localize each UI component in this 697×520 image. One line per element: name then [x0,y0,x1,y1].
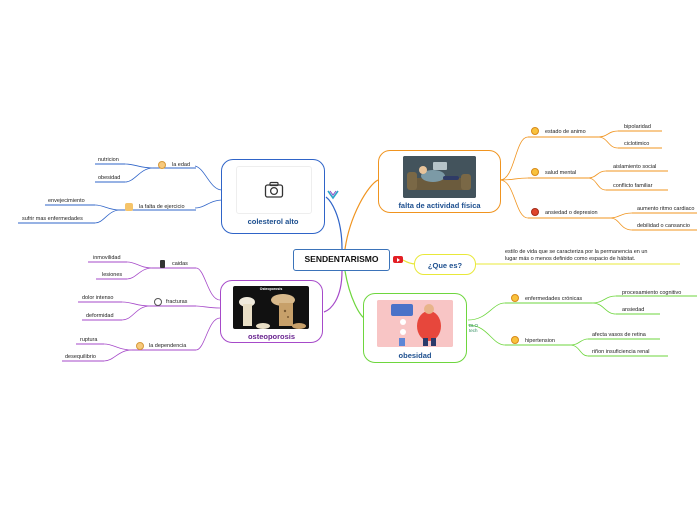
image-caption: Osteoporosis [259,287,283,291]
elder-face-icon [136,342,144,350]
topic-caidas[interactable]: caidas [172,261,188,267]
couch-image [403,156,476,198]
node-title: osteoporosis [247,332,296,341]
wheelchair-icon [154,298,162,306]
central-topic[interactable]: SENDENTARISMO [293,249,390,271]
topic-enfermedades-cronicas[interactable]: enfermedades crónicas [525,296,583,302]
topic-ansiedad-depresion[interactable]: ansiedad o depresion [545,210,598,216]
node-title: colesterol alto [247,217,299,226]
topic-sufrir-enfermedades[interactable]: sufrir mas enfermedades [22,216,83,222]
node-title: falta de actividad física [398,201,481,210]
node-obesidad[interactable]: obesidad [363,293,467,363]
topic-deformidad[interactable]: deformidad [86,313,114,319]
worried-face-icon [531,168,539,176]
topic-estado-animo[interactable]: estado de animo [545,129,586,135]
topic-insuficiencia-renal[interactable]: riñon insuficiencia renal [592,349,650,355]
image-placeholder [236,166,312,214]
node-colesterol-alto[interactable]: colesterol alto [221,159,325,234]
camera-icon [264,181,284,198]
topic-lesiones[interactable]: lesiones [102,272,123,278]
topic-envejecimiento[interactable]: envejecimiento [48,198,85,204]
topic-ciclotimico[interactable]: ciclotimico [624,141,650,147]
topic-hipertension[interactable]: hipertension [525,338,555,344]
tired-face-icon [511,336,519,344]
topic-debilidad-cansancio[interactable]: debilidad o cansancio [637,223,690,229]
brand-mark-top: BLO [469,323,479,328]
topic-falta-ejercicio[interactable]: la falta de ejercicio [139,204,185,210]
node-title: ¿Que es? [427,261,463,270]
topic-procesamiento-cognitivo[interactable]: procesamiento cognitivo [622,290,682,296]
topic-obesidad-small[interactable]: obesidad [98,175,121,181]
node-que-es[interactable]: ¿Que es? [414,254,476,275]
topic-dependencia[interactable]: la dependencia [149,343,187,349]
topic-ritmo-cardiaco[interactable]: aumento ritmo cardiaco [637,206,695,212]
topic-dolor-intenso[interactable]: dolor intenso [82,295,114,301]
checkmark-icon [327,190,339,200]
topic-desequilibrio[interactable]: desequilibrio [65,354,96,360]
couch-person-icon [403,156,476,198]
topic-nutricion[interactable]: nutricion [98,157,119,163]
cane-person-icon [160,260,165,268]
grin-face-icon [511,294,519,302]
node-falta-actividad[interactable]: falta de actividad física [378,150,501,213]
osteoporosis-image: Osteoporosis [233,286,309,329]
youtube-icon[interactable] [393,256,403,263]
bone-icon [239,294,306,329]
topic-vasos-retina[interactable]: afecta vasos de retina [592,332,646,338]
definition-line-2[interactable]: lugar más o menos definido como espacio … [505,256,636,262]
topic-inmovilidad[interactable]: inmovilidad [93,255,121,261]
topic-conflicto-familiar[interactable]: conflicto familiar [613,183,653,189]
node-osteoporosis[interactable]: Osteoporosis osteoporosis [220,280,323,343]
person-icon [125,203,133,211]
sad-face-icon [531,127,539,135]
definition-line-1[interactable]: estilo de vida que se caracteriza por la… [505,249,648,255]
angry-face-icon [531,208,539,216]
topic-aislamiento-social[interactable]: aislamiento social [613,164,657,170]
topic-bipolaridad[interactable]: bipolaridad [624,124,651,130]
topic-ansiedad-obesidad[interactable]: ansiedad [622,307,645,313]
node-title: obesidad [398,351,432,360]
topic-la-edad[interactable]: la edad [172,162,191,168]
obese-person-icon [377,300,453,347]
topic-fracturas[interactable]: fracturas [166,299,188,305]
brand-mark-bottom: tech [469,328,478,333]
face-icon [158,161,166,169]
obesity-image [377,300,453,347]
topic-ruptura[interactable]: ruptura [80,337,98,343]
topic-salud-mental[interactable]: salud mental [545,170,577,176]
